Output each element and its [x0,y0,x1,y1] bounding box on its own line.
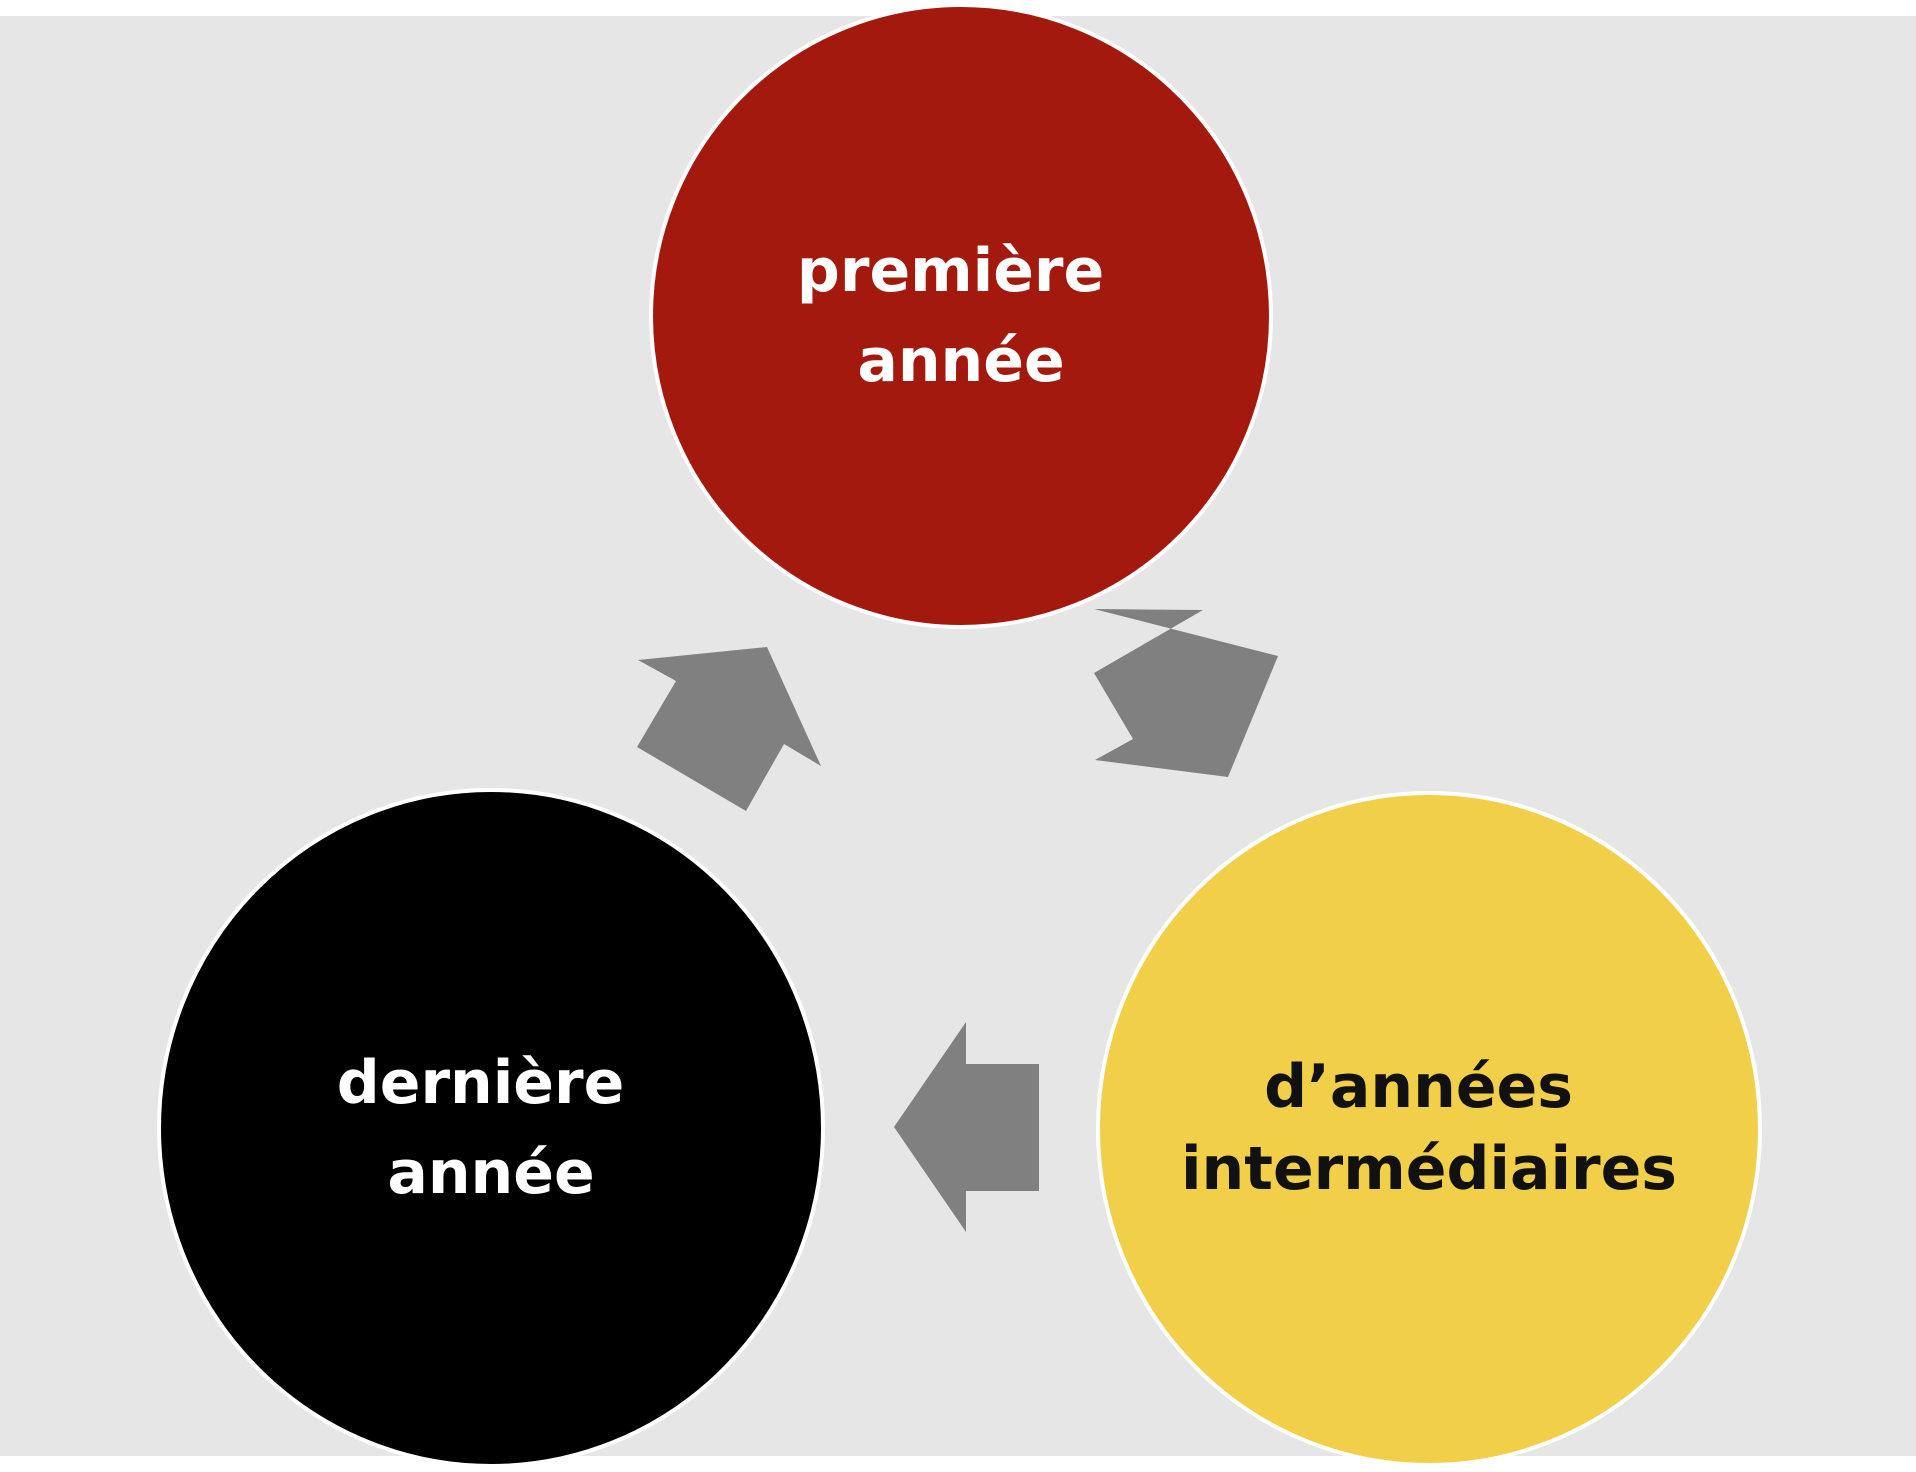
node-intermediate-years-circle [1096,791,1762,1467]
arrow-middle-to-last [894,1022,1039,1232]
node-first-year-label: première année [797,236,1125,396]
node-last-year-line-2: année [387,1138,594,1208]
node-last-year-line-1: dernière [337,1048,625,1118]
node-first-year-line-2: année [857,326,1064,396]
node-intermediate-years-label: d’années intermédiaires [1181,1052,1677,1204]
node-last-year-circle [157,788,825,1468]
node-first-year-circle [649,3,1273,629]
node-first-year-line-1: première [797,236,1104,306]
node-intermediate-years: d’années intermédiaires [1096,791,1762,1467]
node-first-year: première année [649,3,1273,629]
arrow-last-to-first [637,647,821,811]
node-intermediate-years-line-1: d’années [1264,1052,1573,1122]
node-intermediate-years-line-2: intermédiaires [1181,1134,1677,1204]
arrow-first-to-middle [1094,609,1278,777]
node-last-year-label: dernière année [337,1048,645,1208]
node-last-year: dernière année [157,788,825,1468]
